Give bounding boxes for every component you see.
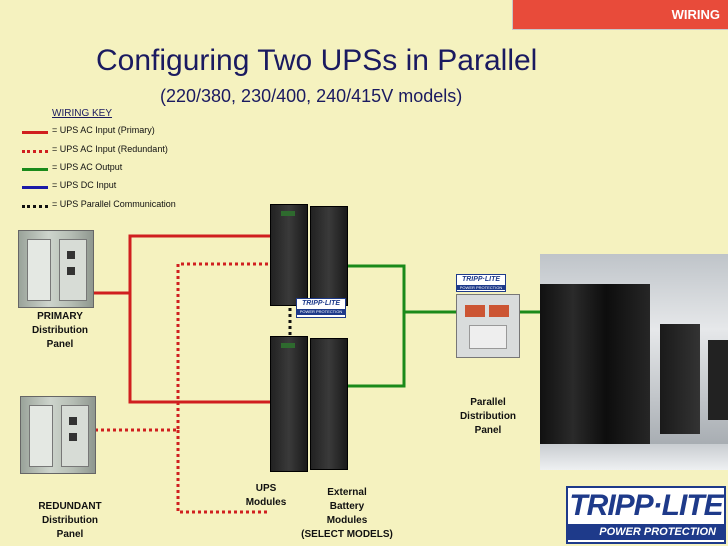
battery-module-top-image [310, 206, 348, 306]
label-line: External [327, 487, 367, 498]
battery-modules-label: External Battery Modules (SELECT MODELS) [292, 486, 402, 542]
page-title: Configuring Two UPSs in Parallel [96, 44, 538, 77]
page-subtitle: (220/380, 230/400, 240/415V models) [160, 86, 463, 106]
label-line: Parallel [470, 397, 506, 408]
logo-subtext: POWER PROTECTION [297, 309, 345, 315]
wiring-key-label: = UPS DC Input [52, 180, 117, 190]
blue-solid-line-icon [22, 186, 48, 189]
label-line: Panel [46, 339, 74, 350]
ups-module-top-image [270, 204, 308, 306]
primary-input-wire [92, 234, 270, 295]
logo-text: TRIPP·LITE [301, 300, 341, 307]
ups-module-bottom-image [270, 336, 308, 472]
tripp-lite-logo: TRIPP·LITE POWER PROTECTION [566, 486, 726, 544]
label-line: Panel [56, 529, 84, 540]
label-line: Modules [245, 497, 287, 508]
logo-subtext: POWER PROTECTION [568, 524, 724, 540]
redundant-panel-label: REDUNDANT Distribution Panel [22, 500, 118, 542]
label-line: Panel [474, 425, 502, 436]
red-dotted-line-icon [22, 150, 48, 153]
parallel-panel-label: Parallel Distribution Panel [440, 396, 536, 438]
tripp-lite-small-logo: TRIPP·LITE POWER PROTECTION [296, 298, 346, 318]
label-line: Modules [326, 515, 368, 526]
label-line: UPS [255, 483, 277, 494]
ac-output-wire-top [342, 264, 456, 314]
label-line: Battery [329, 501, 365, 512]
primary-panel-label: PRIMARY Distribution Panel [12, 310, 108, 352]
primary-input-wire-branch [128, 293, 270, 404]
wiring-key-label: = UPS AC Input (Redundant) [52, 144, 168, 154]
red-solid-line-icon [22, 131, 48, 134]
wiring-key-title: WIRING KEY [52, 108, 113, 119]
label-line: (SELECT MODELS) [301, 529, 393, 540]
logo-text: TRIPP·LITE [569, 489, 723, 522]
primary-distribution-panel-image [18, 230, 94, 308]
label-line: PRIMARY [37, 311, 83, 322]
green-solid-line-icon [22, 168, 48, 171]
label-line: REDUNDANT [38, 501, 102, 512]
section-tag: WIRING [512, 0, 728, 30]
label-line: Distribution [31, 325, 89, 336]
label-line: Distribution [41, 515, 99, 526]
redundant-distribution-panel-image [20, 396, 96, 474]
tripp-lite-panel-logo: TRIPP·LITE POWER PROTECTION [456, 274, 506, 292]
wiring-key-label: = UPS AC Input (Primary) [52, 125, 155, 135]
logo-text: TRIPP·LITE [461, 276, 501, 283]
ac-output-wire-bottom [342, 312, 406, 388]
label-line: Distribution [459, 411, 517, 422]
server-room-image [540, 254, 728, 470]
logo-subtext: POWER PROTECTION [457, 285, 505, 290]
parallel-distribution-panel-image [456, 294, 520, 358]
black-dotted-line-icon [22, 205, 48, 208]
wiring-key-label: = UPS Parallel Communication [52, 199, 176, 209]
wiring-key-label: = UPS AC Output [52, 162, 123, 172]
redundant-input-wire [95, 262, 270, 432]
ups-modules-label: UPS Modules [236, 482, 296, 510]
battery-module-bottom-image [310, 338, 348, 470]
